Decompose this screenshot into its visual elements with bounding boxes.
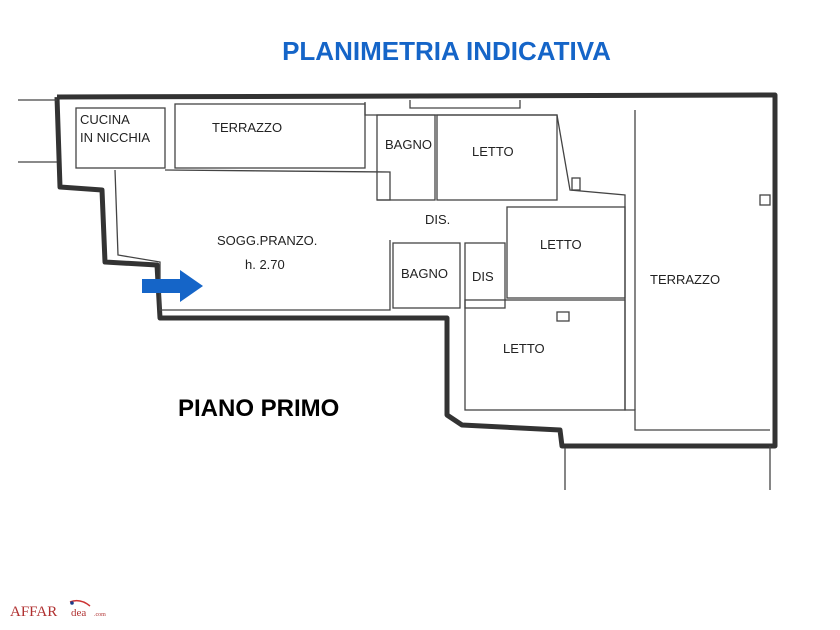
affaridea-logo: AFFAR dea .com	[10, 599, 106, 620]
room-label-height: h. 2.70	[245, 257, 285, 272]
room-label-dis-mid: DIS	[472, 269, 494, 284]
svg-text:.com: .com	[94, 612, 106, 618]
room-label-bagno-mid: BAGNO	[401, 266, 448, 281]
entrance-arrow-icon	[142, 270, 203, 302]
svg-text:AFFAR: AFFAR	[10, 604, 57, 620]
room-label-terrazzo-top: TERRAZZO	[212, 120, 282, 135]
room-label-dis-top: DIS.	[425, 212, 450, 227]
room-label-letto-bottom: LETTO	[503, 341, 545, 356]
room-label-letto-top: LETTO	[472, 144, 514, 159]
room-label-cucina: CUCINA	[80, 112, 130, 127]
room-label-letto-right: LETTO	[540, 237, 582, 252]
svg-text:dea: dea	[71, 607, 86, 619]
room-label-soggiorno: SOGG.PRANZO.	[217, 233, 317, 248]
outer-walls	[54, 92, 778, 449]
floor-label: PIANO PRIMO	[178, 395, 340, 422]
room-label-bagno-top: BAGNO	[385, 137, 432, 152]
inner-walls	[18, 99, 771, 490]
room-label-cucina-2: IN NICCHIA	[80, 130, 150, 145]
plan-title: PLANIMETRIA INDICATIVA	[282, 36, 611, 66]
room-label-terrazzo-right: TERRAZZO	[650, 272, 720, 287]
